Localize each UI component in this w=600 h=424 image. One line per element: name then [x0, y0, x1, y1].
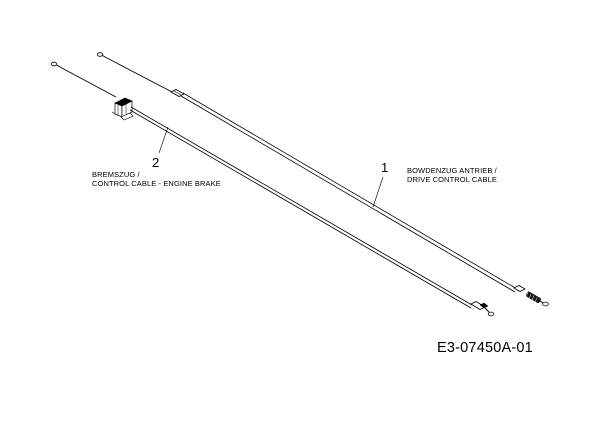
brake-cable-inner-wire: [59, 66, 117, 98]
drive-cable-ferrule: [170, 89, 185, 97]
drive-cable-left-eyelet: [96, 52, 107, 58]
engine-brake-cable: [50, 61, 495, 317]
brake-cable-end-fitting: [470, 301, 489, 310]
brake-cable-sheath: [129, 106, 473, 309]
leader-line-1: [372, 176, 384, 208]
drive-cable-inner-wire: [105, 57, 173, 93]
part-label-drive-cable-en: DRIVE CONTROL CABLE: [407, 175, 497, 184]
drive-cable-right-eyelet: [542, 301, 549, 307]
part-label-brake-cable-en: CONTROL CABLE - ENGINE BRAKE: [92, 179, 221, 188]
leader-line-2: [158, 126, 169, 154]
brake-cable-right-eyelet: [487, 311, 495, 317]
drive-cable-sheath: [180, 92, 518, 293]
drawing-id: E3-07450A-01: [437, 340, 533, 356]
part-label-drive-cable-de: BOWDENZUG ANTRIEB /: [407, 166, 497, 175]
part-label-drive-cable: BOWDENZUG ANTRIEB / DRIVE CONTROL CABLE: [407, 166, 497, 184]
brake-cable-left-eyelet: [50, 61, 61, 68]
callout-number-2: 2: [152, 155, 160, 170]
part-label-brake-cable: BREMSZUG / CONTROL CABLE - ENGINE BRAKE: [92, 170, 221, 188]
brake-cable-bracket: [111, 97, 134, 121]
callout-number-1: 1: [381, 160, 389, 175]
drive-control-cable: [96, 52, 549, 307]
drive-cable-end-fitting: [513, 285, 526, 292]
part-label-brake-cable-de: BREMSZUG /: [92, 170, 140, 179]
drive-cable-spring: [525, 291, 541, 304]
